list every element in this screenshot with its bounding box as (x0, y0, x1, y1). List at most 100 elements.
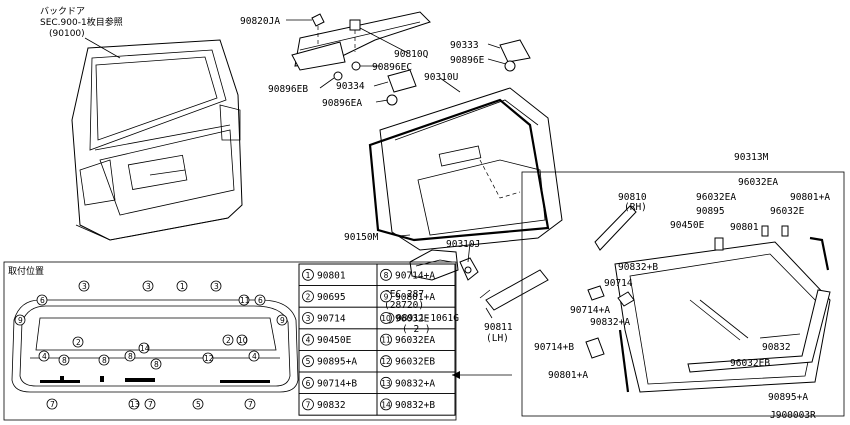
glass-panel (614, 241, 831, 393)
clip-90714a (587, 285, 605, 301)
marker-6a: 6 (40, 296, 45, 305)
clip-90714b (585, 337, 605, 359)
legend-row: 3 90714 (298, 306, 378, 330)
label-90801a-top: 90801+A (790, 192, 830, 203)
label-90810: 90810 (618, 192, 647, 203)
label-90895a: 90895+A (768, 392, 808, 403)
label-90820ja: 90820JA (240, 16, 280, 27)
label-90896eb: 90896EB (268, 84, 308, 95)
legend-part: 90801 (317, 270, 346, 281)
legend-number: 6 (306, 379, 311, 388)
legend-part: 90832 (317, 400, 346, 411)
strip-90895a (687, 289, 831, 373)
label-sec287: SEC.287 (384, 289, 424, 300)
upper-bracket-group (291, 11, 531, 106)
strip-90801a (618, 329, 630, 393)
legend-part: 90714 (317, 314, 346, 325)
back-door-drawing (71, 39, 243, 241)
legend-number: 9 (384, 292, 389, 301)
sec-note: バックドア SEC.900-1枚目参照 (90100) (40, 6, 123, 59)
label-90810-rh: (RH) (624, 202, 647, 213)
sec-note-line3: (90100) (49, 29, 85, 39)
marker-10: 10 (238, 336, 248, 345)
legend-number: 8 (384, 271, 389, 280)
legend-part: 90832+A (395, 378, 435, 389)
marker-7a: 7 (50, 400, 55, 409)
clip-90810q (349, 19, 361, 31)
legend-number: 4 (306, 336, 311, 345)
clip-90820ja (311, 13, 325, 27)
clip-90896ea (386, 94, 398, 106)
marker-4a: 4 (42, 352, 47, 361)
marker-8b: 8 (102, 356, 107, 365)
marker-11: 11 (240, 296, 250, 305)
diagram-code: J900003R (770, 410, 816, 421)
label-90313m: 90313M (734, 152, 769, 163)
label-96032e: 96032E (770, 206, 805, 217)
legend-row: 1 90801 (298, 263, 378, 287)
label-90810q: 90810Q (394, 49, 429, 60)
marker-9b: 9 (280, 316, 285, 325)
legend-part: 90895+A (317, 357, 357, 368)
marker-1: 1 (180, 282, 185, 291)
marker-7c: 7 (248, 400, 253, 409)
marker-3a: 3 (82, 282, 87, 291)
legend-part: 90801+A (395, 292, 435, 303)
legend-number: 7 (306, 400, 311, 409)
pad-90333 (499, 39, 531, 63)
label-90832b: 90832+B (618, 262, 658, 273)
legend-row: 4 90450E (298, 328, 378, 351)
inset-markers: 1 2 2 3 3 3 4 4 5 6 6 7 7 7 8 8 8 8 9 9 … (14, 280, 288, 410)
legend-part: 96032E (395, 314, 430, 325)
marker-7b: 7 (148, 400, 153, 409)
legend-number: 1 (306, 271, 311, 280)
legend-number: 11 (381, 336, 391, 345)
part-labels: 90820JA 90810Q 90896EC 90896EB 90333 908… (240, 16, 830, 421)
legend-number: 2 (306, 292, 311, 301)
marker-8c: 8 (128, 352, 133, 361)
label-90811-lh: (LH) (486, 333, 509, 344)
strip-90810 (594, 205, 637, 251)
marker-6b: 6 (258, 296, 263, 305)
label-90333: 90333 (450, 40, 479, 51)
clip-90896eb (333, 71, 343, 81)
marker-8d: 8 (154, 360, 159, 369)
light-assembly (409, 249, 549, 311)
label-90150m: 90150M (344, 232, 379, 243)
label-90832a: 90832+A (590, 317, 630, 328)
legend-number: 13 (381, 379, 391, 388)
label-90832: 90832 (762, 342, 791, 353)
label-90801: 90801 (730, 222, 759, 233)
pad-90334 (387, 69, 417, 93)
legend-row: 2 90695 (298, 285, 378, 308)
label-90450e: 90450E (670, 220, 705, 231)
label-sec287-sub: (28720) (384, 300, 424, 311)
legend-number: 3 (306, 314, 311, 323)
weatherstrip-90150m (368, 98, 550, 242)
marker-2a: 2 (76, 338, 81, 347)
clip-90896e (504, 60, 516, 72)
label-90896e: 90896E (450, 55, 485, 66)
sec-note-line1: バックドア (40, 6, 85, 17)
label-90334: 90334 (336, 81, 365, 92)
legend-part: 90695 (317, 292, 346, 303)
label-08911-qty: ( 2 ) (402, 324, 431, 335)
marker-14: 14 (140, 344, 150, 353)
legend-part: 90832+B (395, 400, 435, 411)
legend-part: 90450E (317, 335, 352, 346)
right-parts-box (521, 171, 845, 417)
legend-number: 14 (381, 400, 391, 409)
label-08911: 08911-1061G (396, 313, 459, 324)
marker-2b: 2 (226, 336, 231, 345)
legend-number: 5 (306, 357, 311, 366)
inset-box: 取付位置 1 2 2 3 3 3 4 4 5 6 6 7 7 7 8 8 8 (3, 261, 457, 421)
strip-96032e (809, 236, 830, 271)
label-90310j: 90310J (446, 239, 480, 250)
marker-4b: 4 (252, 352, 257, 361)
label-96032eb: 96032EB (730, 358, 770, 369)
marker-3c: 3 (214, 282, 219, 291)
